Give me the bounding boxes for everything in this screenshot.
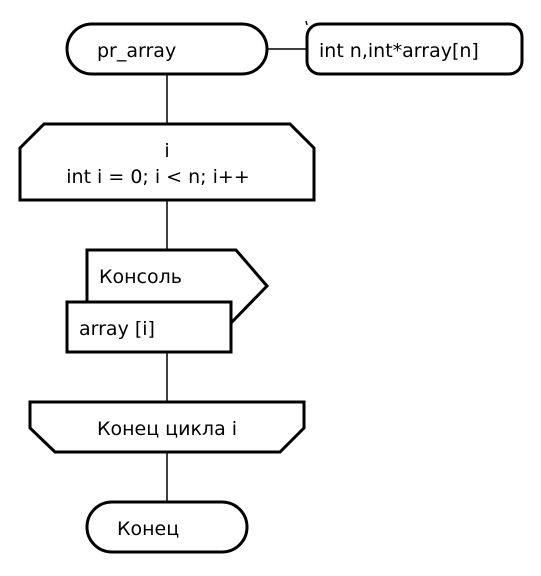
- params-label: int n,int*array[n]: [319, 40, 479, 62]
- end-label: Конец: [117, 518, 179, 540]
- loop-start-block: i int i = 0; i < n; i++: [18, 122, 316, 202]
- params-box: int n,int*array[n]: [305, 22, 524, 76]
- output-block: Консоль array [i]: [65, 248, 270, 354]
- loop-end-label: Конец цикла i: [97, 418, 237, 440]
- loop-end-block: Конец цикла i: [28, 400, 306, 454]
- output-value-label: array [i]: [79, 318, 155, 340]
- start-terminator: pr_array: [65, 22, 269, 76]
- loop-end-shape: [28, 400, 306, 454]
- output-device-label: Консоль: [99, 266, 182, 288]
- connectors: [166, 48, 307, 502]
- loop-start-shape: [18, 122, 316, 202]
- loop-condition-label: int i = 0; i < n; i++: [66, 166, 250, 188]
- start-label: pr_array: [97, 40, 176, 62]
- loop-variable-label: i: [164, 140, 169, 162]
- start-terminator-shape: [65, 22, 269, 76]
- annotation-tick: [305, 20, 308, 26]
- params-box-shape: [305, 22, 524, 76]
- end-terminator: Конец: [85, 500, 249, 554]
- output-value-shape: [65, 300, 233, 354]
- end-terminator-shape: [85, 500, 249, 554]
